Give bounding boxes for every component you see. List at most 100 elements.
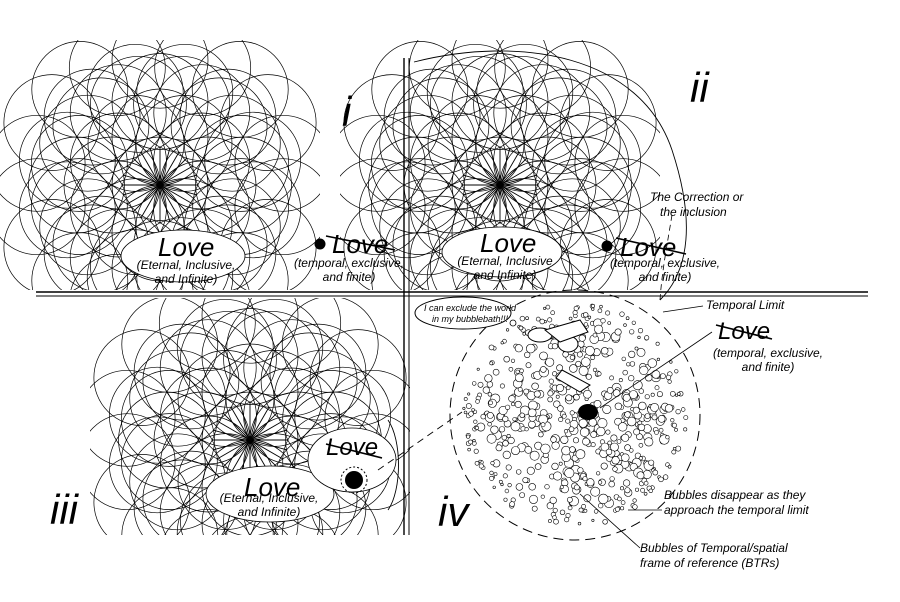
btr-bubble [593, 509, 599, 514]
btr-bubble [610, 434, 618, 442]
btr-bubble [514, 344, 523, 353]
love-iv-leader [599, 331, 713, 409]
lattice-spoke [126, 184, 161, 205]
eternal-love-cloud-i [120, 229, 246, 283]
btr-bubble [578, 334, 586, 342]
btr-bubble [590, 431, 598, 438]
correction-arc [413, 50, 687, 301]
btr-bubble [665, 435, 670, 440]
lattice-circle [519, 68, 617, 166]
btr-bubble [582, 312, 589, 318]
lattice-spoke [489, 148, 501, 186]
btr-bubble [540, 443, 551, 454]
btr-bubble [568, 426, 575, 433]
panel-numeral-iii: iii [50, 486, 78, 533]
btr-bubble [614, 402, 623, 410]
panel-numeral-ii: ii [690, 64, 709, 111]
lattice-circle [142, 332, 240, 430]
lattice-spoke [123, 174, 161, 186]
btr-bubble [463, 397, 468, 401]
btr-bubble [618, 422, 628, 432]
lattice-circle [226, 298, 324, 396]
btr-bubble [594, 324, 604, 334]
btr-bubble [565, 394, 573, 402]
lattice-circle [426, 43, 524, 141]
eternal-love-cloud-iii [205, 465, 335, 523]
lattice-circle [120, 413, 218, 510]
btr-bubble [600, 347, 609, 355]
btr-bubble [478, 463, 484, 469]
btr-bubble [607, 321, 612, 325]
bathing-figure [527, 319, 591, 393]
btr-bubble [595, 471, 601, 476]
btr-bubble [637, 335, 641, 340]
btr-bubble [561, 445, 571, 456]
btr-bubble [502, 450, 511, 460]
temporal-love-sub2-iv: and finite) [741, 360, 795, 374]
speech-text-1: I can exclude the world [424, 303, 517, 313]
lattice-spoke [249, 439, 284, 460]
eternal-love-cloud-ii [441, 226, 563, 278]
btr-bubble [662, 474, 669, 480]
strike-love-iii [325, 443, 383, 459]
btr-bubble [507, 483, 512, 488]
lattice-circle [260, 332, 358, 430]
lattice-circle [90, 369, 176, 467]
btr-bubble [465, 403, 472, 409]
lattice-spoke [159, 184, 188, 213]
lattice-circle [159, 319, 257, 417]
btr-bubble [551, 343, 559, 350]
btr-bubble [616, 439, 622, 444]
btr-bubble [605, 310, 611, 316]
btr-bubble [597, 308, 603, 314]
btr-bubble [658, 427, 664, 433]
btr-bubble [671, 449, 677, 455]
btr-bubble [655, 341, 660, 346]
btr-bubble [563, 429, 569, 434]
btr-bubble [564, 467, 575, 478]
lattice-circle [510, 77, 608, 175]
btr-bubble [512, 417, 517, 422]
btr-bubble [514, 400, 522, 408]
btr-bubble [478, 459, 482, 463]
lattice-circle [111, 40, 209, 109]
bubblebath-core [578, 404, 598, 420]
btr-bubble [664, 404, 674, 413]
lattice-spoke [140, 151, 161, 186]
btr-bubble [552, 507, 558, 513]
btr-bubble [550, 310, 556, 316]
lattice-circle [494, 40, 592, 117]
lattice-circle [244, 298, 342, 372]
lattice-spoke [499, 157, 528, 186]
btr-bubble [633, 428, 640, 436]
lattice-circle [31, 41, 129, 138]
temporal-dot-i [314, 238, 326, 250]
lattice-circle [309, 329, 407, 426]
lattice-circle [31, 232, 129, 290]
lattice-circle [120, 370, 218, 467]
btr-bubble [519, 412, 525, 418]
btr-bubble [487, 392, 492, 397]
btr-bubble [551, 441, 560, 450]
lattice-circle [383, 68, 481, 166]
btr-bubble [567, 505, 573, 511]
disappear-label-2: approach the temporal limit [664, 503, 809, 517]
btr-bubble [629, 390, 638, 399]
btr-bubble [524, 427, 529, 432]
btr-bubble [608, 480, 615, 488]
speech-text-2: in my bubblebath!!! [432, 314, 509, 324]
btr-bubble-field [462, 303, 689, 526]
eternal-love-title-i: Love [158, 232, 215, 262]
btr-bubble [560, 435, 569, 444]
lattice-spoke [472, 157, 501, 186]
lattice-circle [370, 158, 468, 255]
eternal-love-sub2-ii: and Infinite) [473, 268, 537, 282]
btr-bubble [472, 439, 476, 443]
btr-bubble [634, 487, 639, 492]
btr-bubble [486, 381, 494, 388]
lattice-circle [93, 329, 191, 426]
lattice-circle [30, 115, 128, 212]
btr-bubble [492, 485, 496, 489]
btr-bubble [605, 429, 611, 435]
